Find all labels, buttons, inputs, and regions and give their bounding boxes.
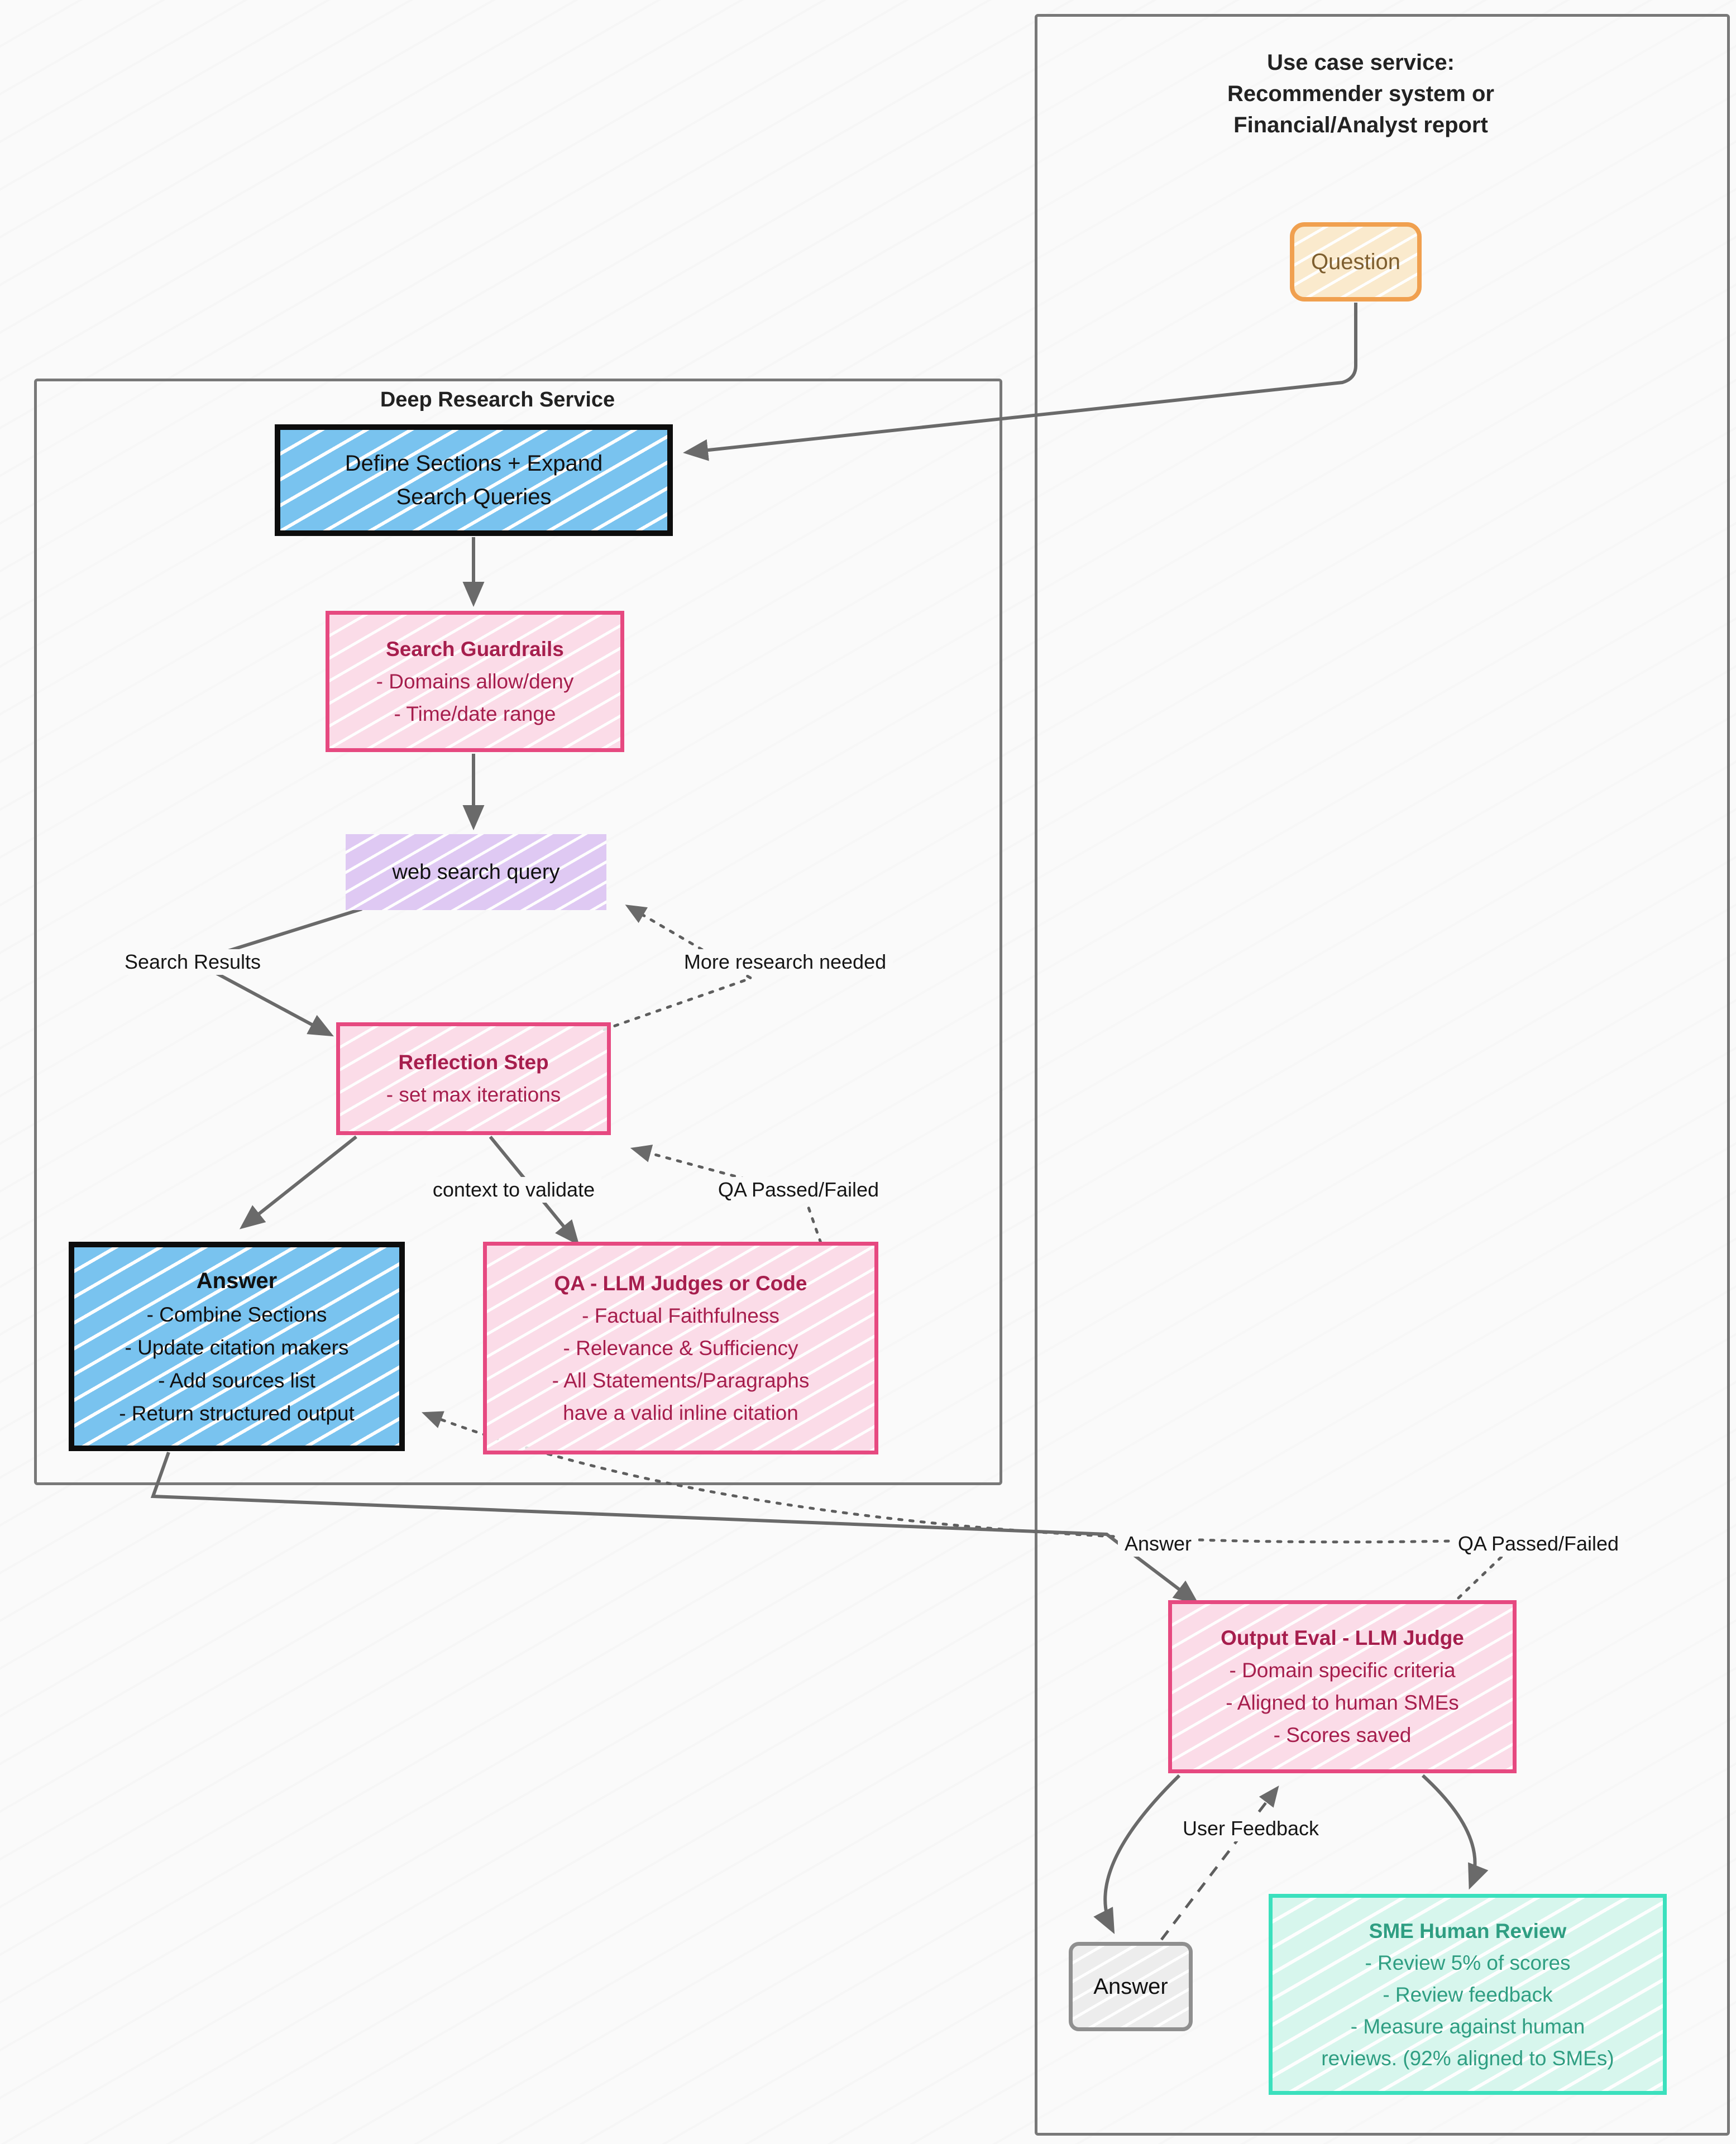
sme-item: - Measure against human bbox=[1350, 2014, 1585, 2038]
output-eval-item: - Aligned to human SMEs bbox=[1226, 1691, 1459, 1714]
output-eval-box: Output Eval - LLM Judge - Domain specifi… bbox=[1168, 1600, 1517, 1773]
sme-item: - Review feedback bbox=[1383, 1983, 1553, 2006]
answer-box-item: - Combine Sections bbox=[146, 1303, 327, 1326]
search-guardrails-box: Search Guardrails - Domains allow/deny -… bbox=[326, 611, 624, 752]
output-eval-item: - Scores saved bbox=[1273, 1724, 1412, 1746]
question-box-label: Question bbox=[1311, 249, 1401, 274]
output-eval-item: - Domain specific criteria bbox=[1229, 1659, 1456, 1682]
qa-llm-judges-box: QA - LLM Judges or Code - Factual Faithf… bbox=[483, 1242, 878, 1454]
label-answer-mid: Answer bbox=[1117, 1531, 1199, 1557]
qa-box-item: - Factual Faithfulness bbox=[582, 1304, 779, 1327]
use-case-service-container bbox=[1035, 14, 1730, 2136]
label-more-research-needed: More research needed bbox=[677, 949, 893, 975]
define-sections-box: Define Sections + Expand Search Queries bbox=[275, 424, 673, 536]
answer-box-item: - Update citation makers bbox=[125, 1336, 349, 1359]
sme-human-review-box: SME Human Review - Review 5% of scores -… bbox=[1269, 1894, 1667, 2095]
deep-research-panel-title: Deep Research Service bbox=[274, 384, 721, 415]
reflection-title: Reflection Step bbox=[398, 1051, 549, 1074]
reflection-item: - set max iterations bbox=[386, 1083, 561, 1106]
web-search-query-label: web search query bbox=[392, 860, 560, 884]
qa-box-title: QA - LLM Judges or Code bbox=[554, 1271, 807, 1295]
answer-box-item: - Return structured output bbox=[119, 1401, 355, 1425]
sme-item: - Review 5% of scores bbox=[1365, 1951, 1571, 1974]
use-case-title-line2: Recommender system or bbox=[1227, 82, 1494, 106]
guardrails-item: - Domains allow/deny bbox=[376, 669, 574, 693]
label-context-to-validate: context to validate bbox=[425, 1177, 602, 1203]
sme-item: reviews. (92% aligned to SMEs) bbox=[1321, 2046, 1614, 2070]
question-box: Question bbox=[1290, 222, 1422, 302]
guardrails-title: Search Guardrails bbox=[386, 637, 564, 661]
label-search-results: Search Results bbox=[117, 949, 268, 975]
answer-structured-box: Answer - Combine Sections - Update citat… bbox=[69, 1242, 405, 1451]
define-line: Search Queries bbox=[396, 485, 552, 509]
label-qa-passed-failed-lower: QA Passed/Failed bbox=[1451, 1531, 1626, 1557]
web-search-query-box: web search query bbox=[346, 834, 606, 910]
sme-title: SME Human Review bbox=[1369, 1919, 1567, 1942]
define-line: Define Sections + Expand bbox=[345, 451, 603, 476]
user-answer-label: Answer bbox=[1093, 1974, 1168, 1999]
guardrails-item: - Time/date range bbox=[394, 702, 556, 725]
output-eval-title: Output Eval - LLM Judge bbox=[1221, 1626, 1464, 1649]
qa-box-item: - Relevance & Sufficiency bbox=[563, 1336, 798, 1360]
user-answer-box: Answer bbox=[1069, 1942, 1193, 2031]
answer-box-title: Answer bbox=[196, 1268, 278, 1293]
use-case-title-line1: Use case service: bbox=[1267, 50, 1455, 75]
use-case-panel-title: Use case service: Recommender system or … bbox=[1137, 47, 1584, 141]
label-user-feedback: User Feedback bbox=[1175, 1816, 1326, 1841]
reflection-step-box: Reflection Step - set max iterations bbox=[336, 1022, 611, 1135]
use-case-title-line3: Financial/Analyst report bbox=[1233, 113, 1488, 137]
deep-research-title-text: Deep Research Service bbox=[380, 388, 615, 411]
label-qa-passed-failed-upper: QA Passed/Failed bbox=[711, 1177, 886, 1203]
qa-box-item: have a valid inline citation bbox=[563, 1401, 798, 1424]
qa-box-item: - All Statements/Paragraphs bbox=[552, 1368, 810, 1392]
answer-box-item: - Add sources list bbox=[158, 1368, 315, 1392]
